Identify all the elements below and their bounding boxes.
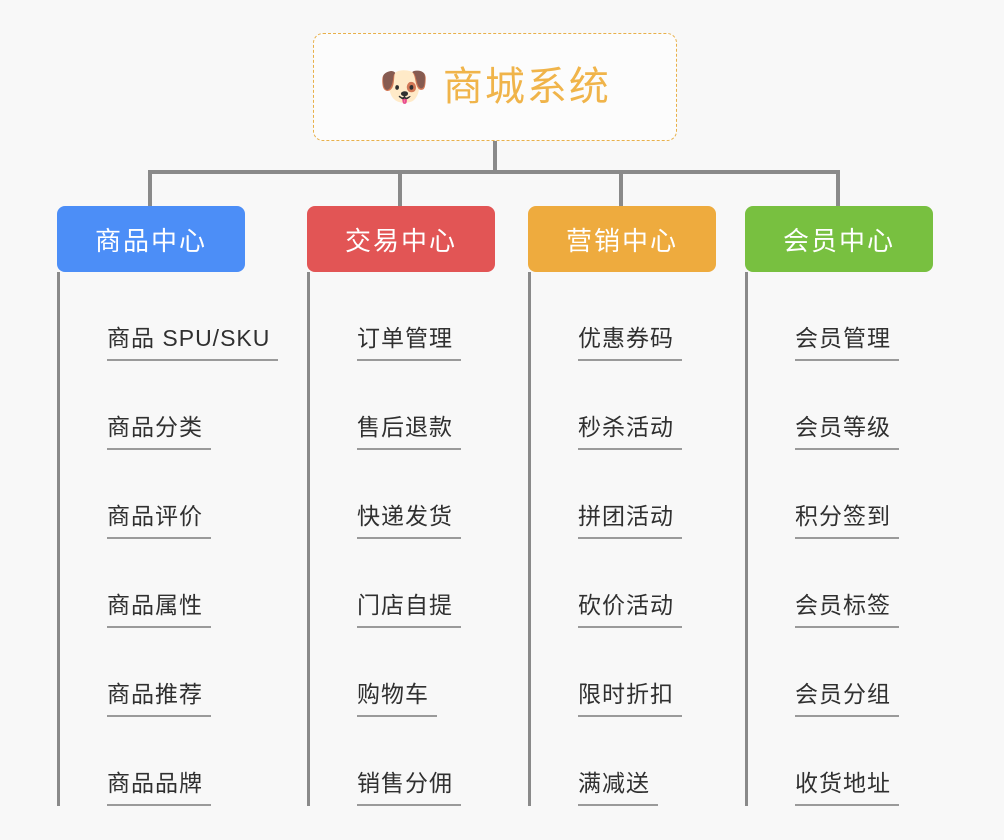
list-item-label: 销售分佣 [357, 764, 461, 806]
list-item-label: 收货地址 [795, 764, 899, 806]
list-item-label: 商品分类 [107, 408, 211, 450]
list-item-label: 商品评价 [107, 497, 211, 539]
list-item[interactable]: 商品评价 [76, 450, 245, 539]
list-item[interactable]: 秒杀活动 [547, 361, 716, 450]
list-item-label: 商品品牌 [107, 764, 211, 806]
list-item[interactable]: 满减送 [547, 717, 716, 806]
list-item-label: 商品推荐 [107, 675, 211, 717]
list-item-label: 会员标签 [795, 586, 899, 628]
category-header-marketing-center[interactable]: 营销中心 [528, 206, 716, 272]
list-item[interactable]: 售后退款 [326, 361, 495, 450]
connector-root-vertical [493, 141, 497, 173]
connector-drop-4 [836, 170, 840, 208]
list-item[interactable]: 快递发货 [326, 450, 495, 539]
item-list-marketing-center: 优惠券码 秒杀活动 拼团活动 砍价活动 限时折扣 满减送 [528, 272, 716, 806]
list-item-label: 会员管理 [795, 319, 899, 361]
shiba-dog-icon: 🐶 [379, 65, 429, 109]
list-item[interactable]: 会员管理 [764, 272, 933, 361]
item-list-trade-center: 订单管理 售后退款 快递发货 门店自提 购物车 销售分佣 [307, 272, 495, 806]
list-item[interactable]: 订单管理 [326, 272, 495, 361]
list-item[interactable]: 购物车 [326, 628, 495, 717]
list-item[interactable]: 商品分类 [76, 361, 245, 450]
list-item-label: 砍价活动 [578, 586, 682, 628]
connector-drop-2 [398, 170, 402, 208]
category-header-product-center[interactable]: 商品中心 [57, 206, 245, 272]
category-title: 商品中心 [94, 225, 207, 256]
item-list-member-center: 会员管理 会员等级 积分签到 会员标签 会员分组 收货地址 [745, 272, 933, 806]
list-item-label: 快递发货 [357, 497, 461, 539]
list-item[interactable]: 会员分组 [764, 628, 933, 717]
list-item-label: 满减送 [578, 764, 658, 806]
category-title: 会员中心 [782, 225, 895, 256]
list-item-label: 优惠券码 [578, 319, 682, 361]
item-list-product-center: 商品 SPU/SKU 商品分类 商品评价 商品属性 商品推荐 商品品牌 [57, 272, 279, 806]
list-item[interactable]: 会员标签 [764, 539, 933, 628]
list-item[interactable]: 商品推荐 [76, 628, 245, 717]
list-item[interactable]: 积分签到 [764, 450, 933, 539]
connector-horizontal-bus [148, 170, 840, 174]
column-trade-center: 交易中心 订单管理 售后退款 快递发货 门店自提 购物车 销售分佣 [307, 206, 495, 806]
list-item[interactable]: 收货地址 [764, 717, 933, 806]
connector-drop-1 [148, 170, 152, 208]
list-item-label: 拼团活动 [578, 497, 682, 539]
list-item[interactable]: 优惠券码 [547, 272, 716, 361]
column-member-center: 会员中心 会员管理 会员等级 积分签到 会员标签 会员分组 收货地址 [745, 206, 933, 806]
list-item[interactable]: 销售分佣 [326, 717, 495, 806]
root-title: 商城系统 [442, 65, 611, 109]
column-marketing-center: 营销中心 优惠券码 秒杀活动 拼团活动 砍价活动 限时折扣 满减送 [528, 206, 716, 806]
list-item-label: 会员分组 [795, 675, 899, 717]
list-item-label: 订单管理 [357, 319, 461, 361]
list-item-label: 秒杀活动 [578, 408, 682, 450]
list-item[interactable]: 会员等级 [764, 361, 933, 450]
root-node-shop-system: 🐶 商城系统 [313, 33, 677, 141]
category-title: 营销中心 [565, 225, 678, 256]
list-item[interactable]: 限时折扣 [547, 628, 716, 717]
category-header-trade-center[interactable]: 交易中心 [307, 206, 495, 272]
list-item[interactable]: 拼团活动 [547, 450, 716, 539]
list-item[interactable]: 砍价活动 [547, 539, 716, 628]
list-item-label: 积分签到 [795, 497, 899, 539]
column-product-center: 商品中心 商品 SPU/SKU 商品分类 商品评价 商品属性 商品推荐 商品品牌 [57, 206, 279, 806]
list-item-label: 会员等级 [795, 408, 899, 450]
list-item-label: 限时折扣 [578, 675, 682, 717]
list-item[interactable]: 商品属性 [76, 539, 245, 628]
list-item-label: 售后退款 [357, 408, 461, 450]
list-item[interactable]: 商品品牌 [76, 717, 245, 806]
list-item-label: 门店自提 [357, 586, 461, 628]
connector-drop-3 [619, 170, 623, 208]
list-item-label: 购物车 [357, 675, 437, 717]
category-header-member-center[interactable]: 会员中心 [745, 206, 933, 272]
category-title: 交易中心 [344, 225, 457, 256]
list-item-label: 商品属性 [107, 586, 211, 628]
list-item-label: 商品 SPU/SKU [107, 319, 279, 361]
list-item[interactable]: 门店自提 [326, 539, 495, 628]
list-item[interactable]: 商品 SPU/SKU [76, 272, 279, 361]
